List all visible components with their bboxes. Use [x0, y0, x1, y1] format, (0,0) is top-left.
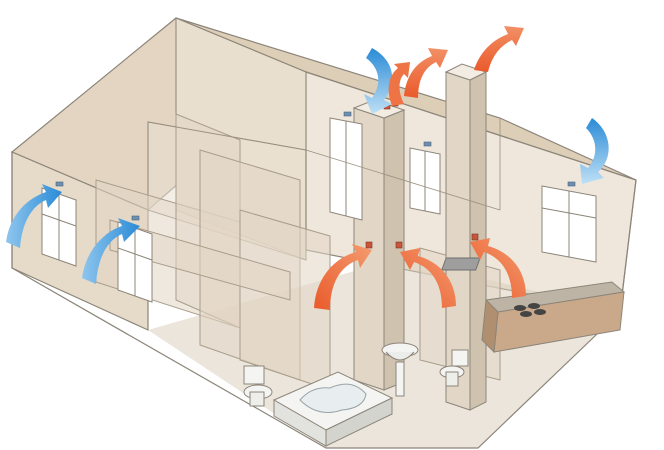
windows: [41, 117, 597, 303]
vent-grille-room: [365, 241, 373, 249]
window-center: [409, 147, 441, 215]
fresh-air-arrows: [6, 48, 609, 284]
fresh-air-arrow-roof-intake: [364, 48, 393, 114]
exhaust-air-arrow-shaft-1-outlet: [404, 48, 448, 98]
window-kitchen: [541, 185, 597, 263]
floor-front-edge: [11, 267, 621, 449]
shaft-2-top: [444, 63, 488, 81]
exhaust-air-arrows: [314, 26, 526, 310]
exhaust-air-arrow-kitchen-to-shaft: [470, 238, 526, 298]
counter-side: [481, 298, 499, 354]
exhaust-air-arrow-shaft-1-outlet-b: [388, 62, 410, 106]
window-left-1: [41, 187, 77, 267]
right-corner-edge: [619, 179, 637, 313]
vent-grille-kitchen: [471, 233, 479, 241]
fresh-air-arrow-left-window-2: [82, 218, 140, 284]
exhaust-air-arrow-bath-to-shaft: [400, 248, 456, 308]
window-vents: [55, 111, 576, 221]
exhaust-air-arrow-room-to-shaft: [314, 244, 372, 310]
fresh-air-arrow-left-window: [6, 184, 62, 248]
ceiling-lines: [147, 72, 501, 211]
bathtub-icon: [272, 371, 394, 447]
toilet-icon-right: [439, 349, 469, 387]
window-left-2: [117, 221, 153, 303]
stove-icon: [514, 303, 546, 317]
washbasin-icon: [381, 342, 419, 397]
sink-icon: [441, 257, 481, 271]
toilet-icon-left: [243, 365, 273, 407]
window-middle: [329, 117, 363, 221]
exhaust-air-arrow-shaft-2-outlet: [474, 26, 524, 72]
fresh-air-arrow-kitchen: [580, 118, 609, 184]
vent-grille-bath: [395, 241, 403, 249]
interior-walls: [95, 113, 501, 391]
bathroom-fixtures: [243, 342, 469, 447]
kitchen-counter: [441, 257, 626, 354]
